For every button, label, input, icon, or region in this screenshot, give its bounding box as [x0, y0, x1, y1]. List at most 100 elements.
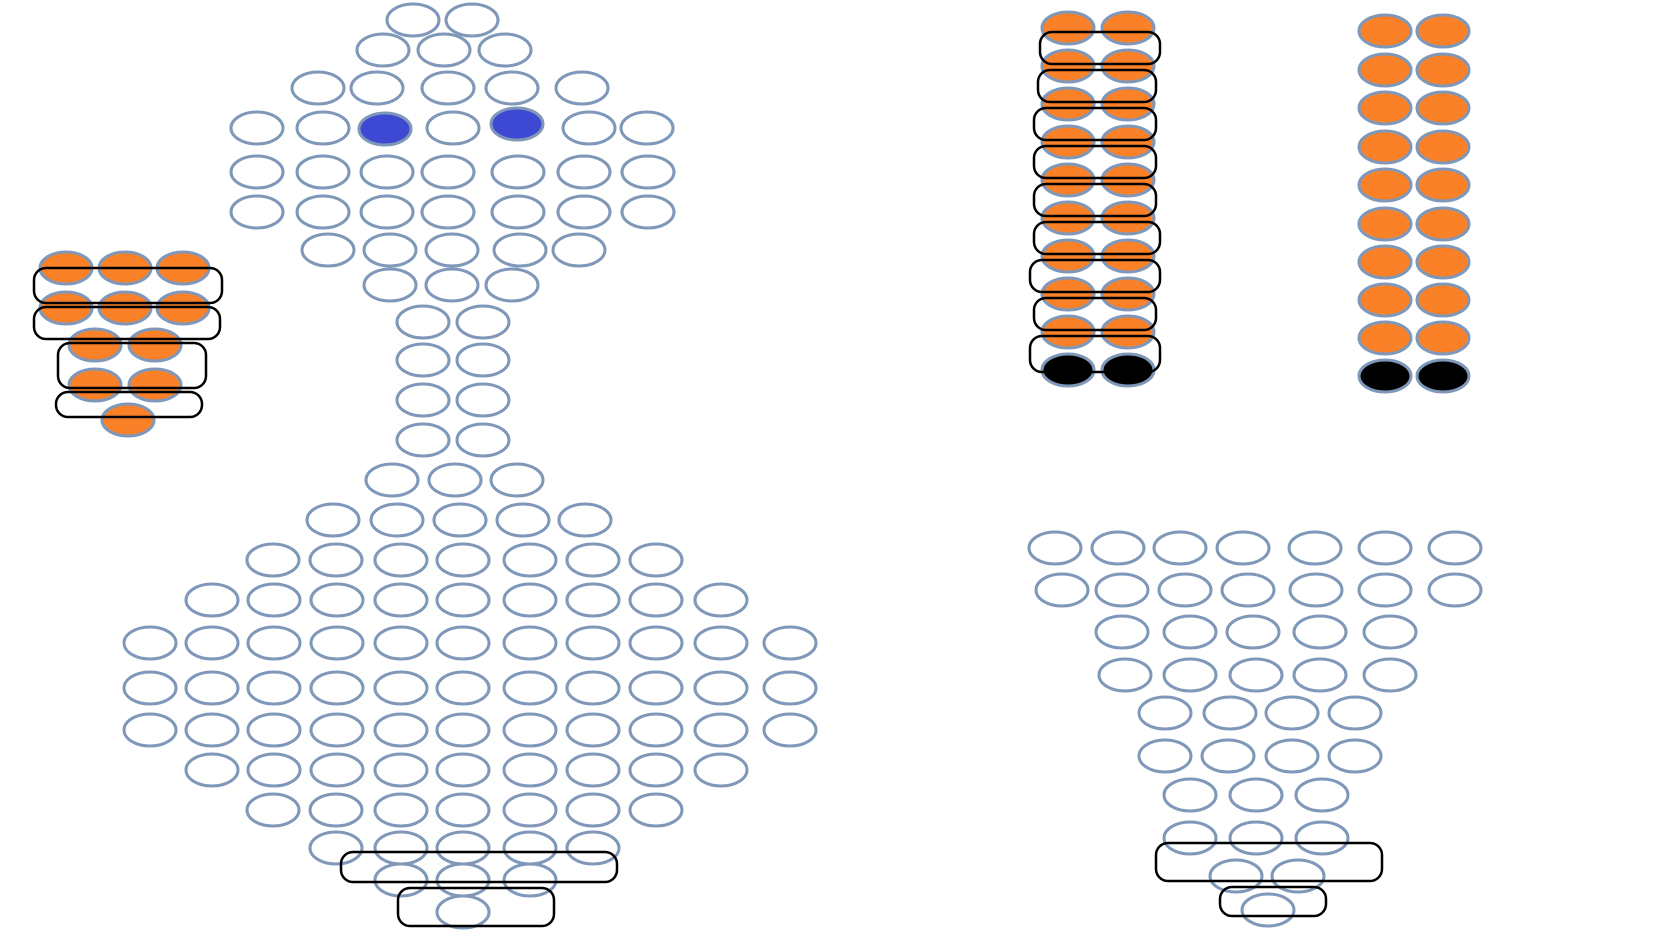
body-bead: [364, 462, 420, 498]
body-bead: [184, 712, 240, 748]
tail-bead: [1034, 572, 1090, 608]
body-bead: [427, 462, 483, 498]
body-bead: [420, 194, 476, 230]
tail-bead: [1162, 657, 1218, 693]
body-bead: [556, 154, 612, 190]
body-bead: [359, 194, 415, 230]
body-bead: [435, 712, 491, 748]
body-bead: [373, 792, 429, 828]
body-bead: [349, 70, 405, 106]
body-bead: [620, 154, 676, 190]
leg-bead: [1357, 320, 1413, 356]
body-bead: [308, 792, 364, 828]
body-bead: [502, 582, 558, 618]
leg-bead: [1357, 244, 1413, 280]
leg-end-bead: [1415, 358, 1471, 394]
body-bead: [373, 712, 429, 748]
body-bead: [362, 267, 418, 303]
body-bead: [245, 792, 301, 828]
body-bead: [373, 542, 429, 578]
body-bead: [359, 154, 415, 190]
body-bead: [308, 542, 364, 578]
body-bead: [385, 2, 441, 38]
tail-bead: [1294, 777, 1350, 813]
tail-bead: [1362, 614, 1418, 650]
tail-bead: [1200, 738, 1256, 774]
body-bead: [435, 862, 491, 898]
tail-bead: [1137, 738, 1193, 774]
duck-eyes: [357, 106, 545, 147]
tail-bead: [1288, 572, 1344, 608]
beak-bead: [127, 367, 183, 403]
body-bead: [373, 830, 429, 866]
eye-bead-right: [489, 106, 545, 142]
tail-bead: [1225, 614, 1281, 650]
leg-bead: [1040, 48, 1096, 84]
body-bead: [425, 110, 481, 146]
leg-bead: [1100, 48, 1156, 84]
thread-frame: [1032, 144, 1158, 180]
body-bead: [424, 232, 480, 268]
tail-bead: [1208, 858, 1264, 894]
body-bead: [490, 194, 546, 230]
tail-bead: [1094, 572, 1150, 608]
body-bead: [551, 232, 607, 268]
tail-bead: [1094, 614, 1150, 650]
body-bead: [628, 542, 684, 578]
body-bead: [762, 712, 818, 748]
body-bead: [295, 154, 351, 190]
thread-frame: [1028, 258, 1162, 294]
body-bead: [484, 267, 540, 303]
tail-bead: [1264, 738, 1320, 774]
body-bead: [455, 382, 511, 418]
leg-bead: [1040, 200, 1096, 236]
leg-bead: [1100, 162, 1156, 198]
body-bead: [309, 670, 365, 706]
body-bead: [305, 502, 361, 538]
tail-bead: [1090, 530, 1146, 566]
body-bead: [502, 830, 558, 866]
body-bead: [229, 154, 285, 190]
body-bead: [484, 70, 540, 106]
body-bead: [420, 154, 476, 190]
body-bead: [762, 625, 818, 661]
body-bead: [295, 194, 351, 230]
leg-bead: [1100, 86, 1156, 122]
body-bead: [565, 670, 621, 706]
body-bead: [502, 792, 558, 828]
body-bead: [416, 32, 472, 68]
body-bead: [628, 792, 684, 828]
tail-bead: [1027, 530, 1083, 566]
leg-bead: [1100, 276, 1156, 312]
body-bead: [455, 304, 511, 340]
leg-bead: [1415, 206, 1471, 242]
tail-bead: [1427, 572, 1483, 608]
body-bead: [489, 462, 545, 498]
tail-bead: [1292, 657, 1348, 693]
thread-frame: [1032, 106, 1158, 142]
body-bead: [620, 194, 676, 230]
leg-bead: [1100, 200, 1156, 236]
leg-bead: [1357, 52, 1413, 88]
tail-bead: [1162, 614, 1218, 650]
thread-frame: [1038, 30, 1162, 66]
body-bead: [502, 625, 558, 661]
body-bead: [373, 625, 429, 661]
tail-bead: [1157, 572, 1213, 608]
body-bead: [502, 752, 558, 788]
leg-bead: [1415, 167, 1471, 203]
leg-bead: [1100, 314, 1156, 350]
leg-pattern-framed: [1028, 10, 1162, 388]
thread-frame: [32, 305, 222, 341]
body-bead: [502, 542, 558, 578]
body-bead: [122, 670, 178, 706]
body-bead: [561, 110, 617, 146]
body-bead: [565, 712, 621, 748]
tail-bead: [1240, 892, 1296, 928]
thread-frame: [1028, 334, 1162, 374]
leg-pattern-plain: [1357, 13, 1471, 394]
body-bead: [229, 194, 285, 230]
body-bead: [435, 582, 491, 618]
body-bead: [395, 342, 451, 378]
